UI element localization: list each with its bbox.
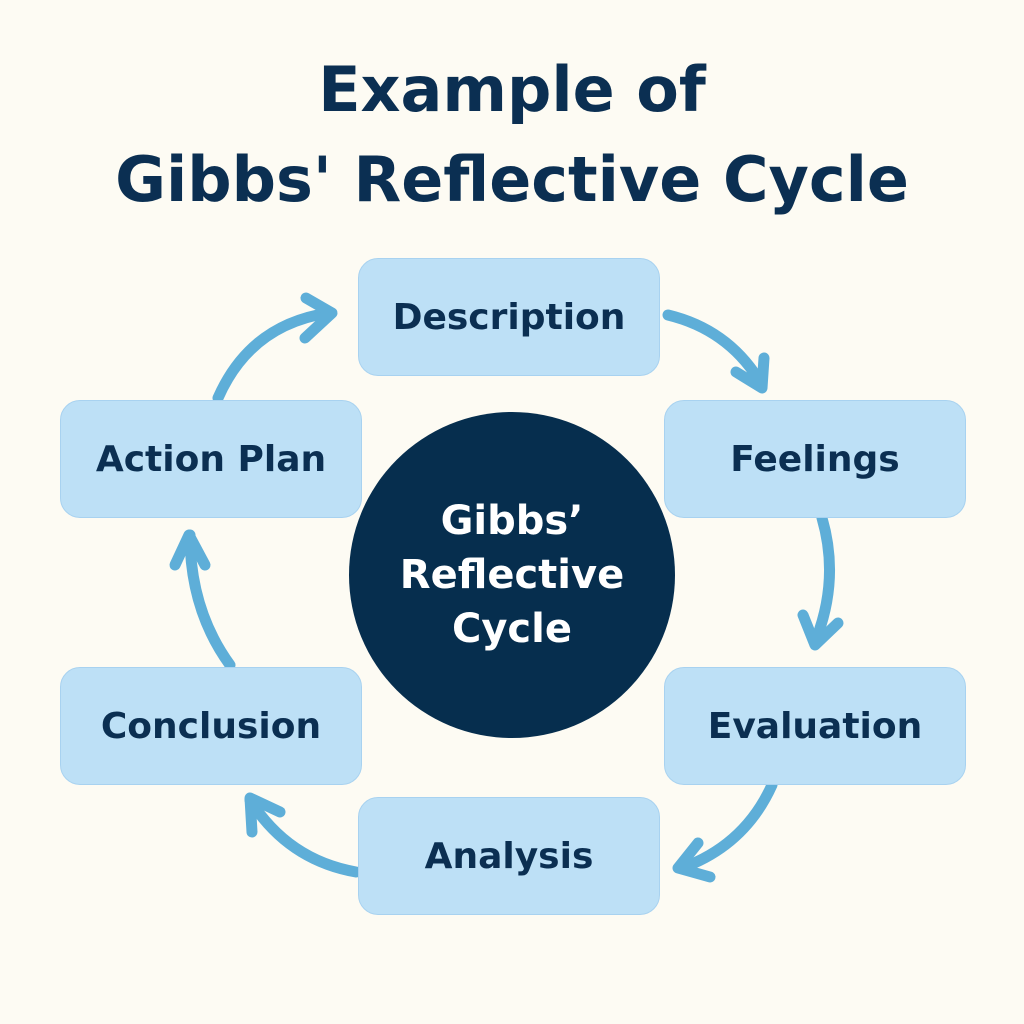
stage-label: Evaluation (707, 705, 923, 747)
arrow-conclusion-to-action-plan (169, 529, 236, 671)
stage-label: Action Plan (95, 438, 327, 480)
arrow-description-to-feelings (662, 309, 770, 394)
stage-evaluation: Evaluation (664, 667, 966, 785)
stage-feelings: Feelings (664, 400, 966, 518)
center-label-line-2: Reflective (399, 552, 625, 598)
center-label-line-3: Cycle (452, 606, 572, 652)
center-circle: Gibbs’ Reflective Cycle (349, 412, 675, 738)
stage-description: Description (358, 258, 660, 376)
stage-action-plan: Action Plan (60, 400, 362, 518)
arrow-analysis-to-conclusion (244, 792, 362, 878)
arrow-evaluation-to-analysis (672, 779, 778, 883)
diagram-title-line-2: Gibbs' Reflective Cycle (115, 143, 909, 216)
center-label-line-1: Gibbs’ (440, 498, 584, 544)
arrow-action-plan-to-description (212, 292, 338, 404)
stage-conclusion: Conclusion (60, 667, 362, 785)
stage-label: Conclusion (100, 705, 322, 747)
stage-label: Analysis (424, 835, 594, 877)
arrow-feelings-to-evaluation (797, 512, 844, 651)
stage-label: Feelings (730, 438, 900, 480)
stage-label: Description (392, 296, 626, 338)
diagram-title-line-1: Example of (318, 53, 706, 126)
stage-analysis: Analysis (358, 797, 660, 915)
